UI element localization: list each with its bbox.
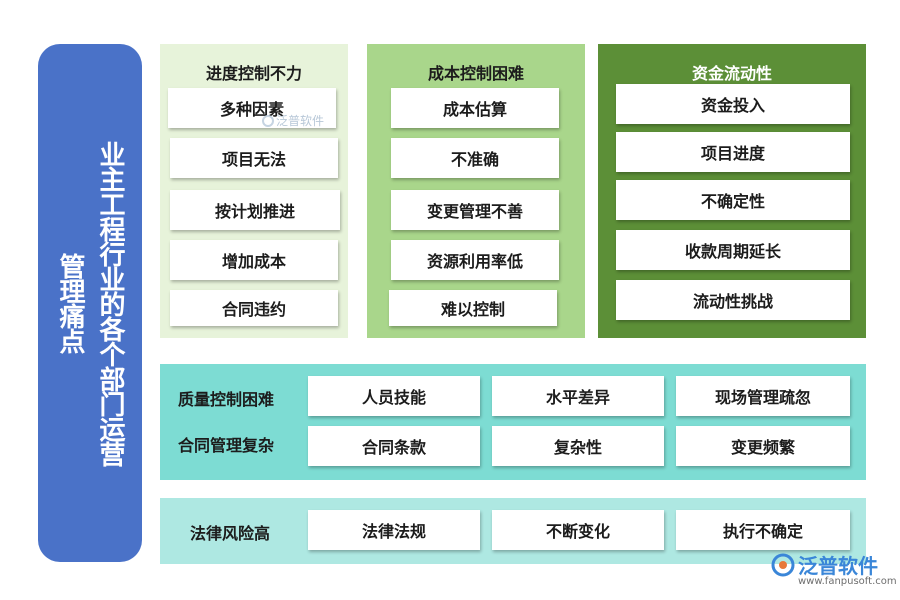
card: 资金投入 xyxy=(616,84,850,124)
banner-title-line2: 管理痛点 xyxy=(55,253,85,353)
panel-title: 进度控制不力 xyxy=(205,64,302,83)
card: 合同条款 xyxy=(308,426,480,466)
card: 难以控制 xyxy=(389,290,557,326)
card: 不准确 xyxy=(391,138,559,178)
card: 多种因素 xyxy=(168,88,336,128)
panel-schedule-control: 进度控制不力 多种因素 项目无法 按计划推进 增加成本 合同违约 xyxy=(160,44,348,338)
watermark-small-text: 泛普软件 xyxy=(276,114,325,128)
card: 合同违约 xyxy=(170,290,338,326)
card: 人员技能 xyxy=(308,376,480,416)
card: 收款周期延长 xyxy=(616,230,850,270)
brand-logo-icon xyxy=(771,553,795,577)
row-label-contract: 合同管理复杂 xyxy=(178,436,275,455)
card: 流动性挑战 xyxy=(616,280,850,320)
card: 复杂性 xyxy=(492,426,664,466)
card: 法律法规 xyxy=(308,510,480,550)
card: 按计划推进 xyxy=(170,190,340,230)
brand-url: www.fanpusoft.com xyxy=(798,576,897,587)
panel-cash-flow: 资金流动性 资金投入 项目进度 不确定性 收款周期延长 流动性挑战 xyxy=(598,44,866,338)
card: 不确定性 xyxy=(616,180,850,220)
card: 执行不确定 xyxy=(676,510,850,550)
card: 项目无法 xyxy=(170,138,338,178)
panel-legal-risk: 法律风险高 法律法规 不断变化 执行不确定 xyxy=(160,498,866,564)
card: 水平差异 xyxy=(492,376,664,416)
panel-quality-contract: 质量控制困难 合同管理复杂 人员技能 水平差异 现场管理疏忽 合同条款 复杂性 … xyxy=(160,364,866,480)
brand-watermark: 泛普软件 www.fanpusoft.com xyxy=(770,548,897,592)
row-label-quality: 质量控制困难 xyxy=(178,390,275,409)
card: 现场管理疏忽 xyxy=(676,376,850,416)
card: 不断变化 xyxy=(492,510,664,550)
card: 变更频繁 xyxy=(676,426,850,466)
card: 资源利用率低 xyxy=(391,240,559,280)
panel-title: 资金流动性 xyxy=(691,64,772,83)
panel-title: 成本控制困难 xyxy=(427,64,524,83)
row-label-legal: 法律风险高 xyxy=(190,524,271,543)
card: 成本估算 xyxy=(391,88,559,128)
card: 增加成本 xyxy=(170,240,338,280)
brand-name: 泛普软件 xyxy=(798,554,878,578)
watermark-logo-icon xyxy=(262,114,274,127)
card: 项目进度 xyxy=(616,132,850,172)
card: 变更管理不善 xyxy=(391,190,559,230)
title-banner: 业主工程行业的各个部门运营 管理痛点 xyxy=(38,44,142,562)
watermark-small: 泛普软件 xyxy=(262,112,324,129)
banner-title-line1: 业主工程行业的各个部门运营 xyxy=(95,140,125,466)
panel-cost-control: 成本控制困难 成本估算 不准确 变更管理不善 资源利用率低 难以控制 xyxy=(367,44,585,338)
